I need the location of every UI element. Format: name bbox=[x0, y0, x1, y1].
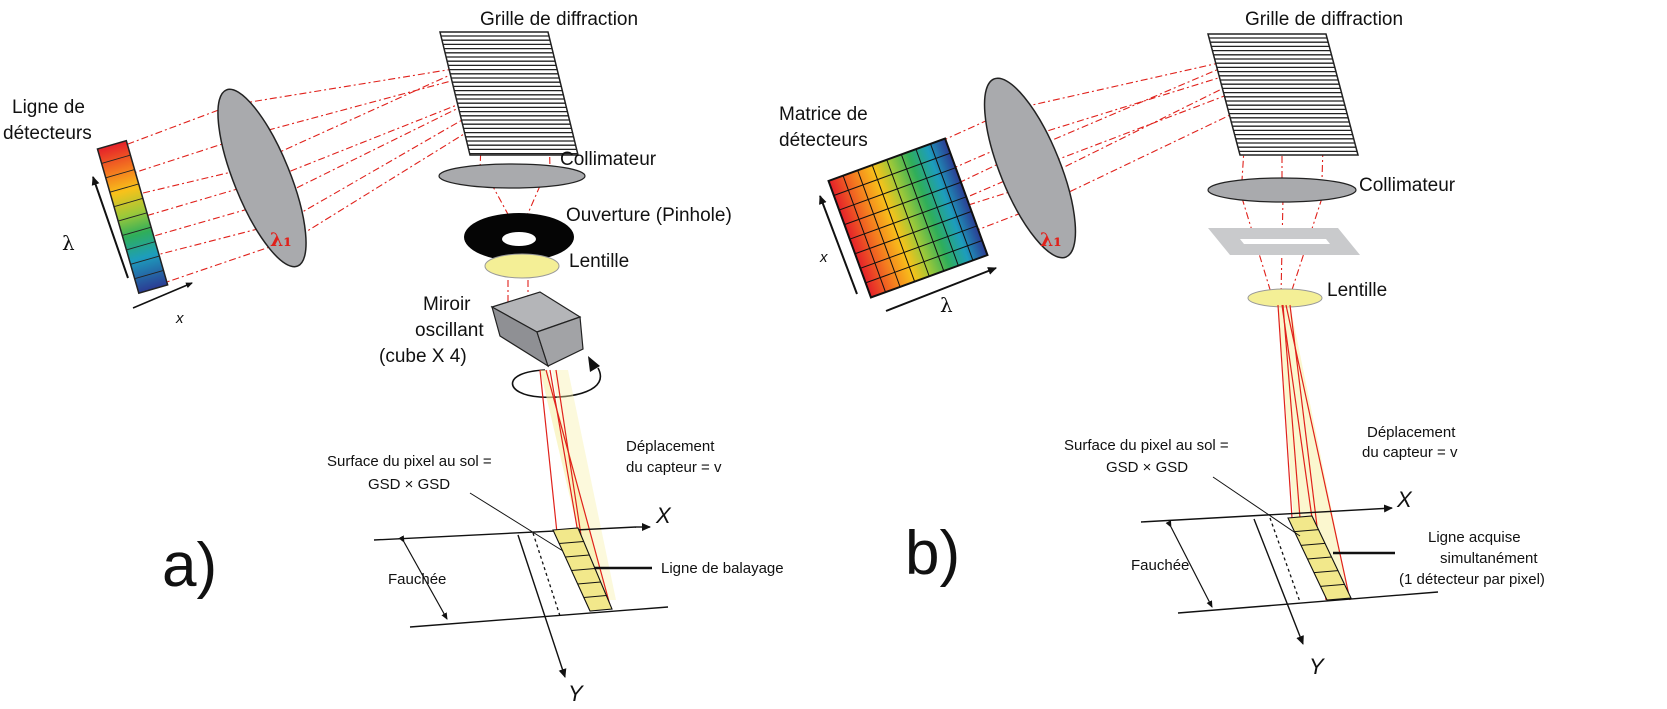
collimator-label-a: Collimateur bbox=[560, 149, 657, 170]
displacement-label-b-1: Déplacement bbox=[1367, 424, 1456, 441]
lambda-sub-label-b: λ₁ bbox=[1040, 229, 1062, 251]
lens-label-a: Lentille bbox=[569, 251, 629, 272]
diffraction-grating-a bbox=[439, 31, 579, 156]
lens-b bbox=[1247, 288, 1323, 308]
panel-b: Grille de diffraction λ₁ Matrice de déte… bbox=[779, 9, 1545, 679]
detector-line-a bbox=[96, 139, 169, 295]
panel-label-a: a) bbox=[162, 531, 217, 600]
gsd-label-b-1: Surface du pixel au sol = bbox=[1064, 437, 1229, 454]
detector-matrix-b bbox=[827, 137, 989, 299]
aperture-label-a: Ouverture (Pinhole) bbox=[566, 205, 732, 226]
lambda-label-b: λ bbox=[940, 293, 953, 317]
acquired-label-b-3: (1 détecteur par pixel) bbox=[1399, 571, 1545, 588]
panel-a: Grille de diffraction λ₁ Ligne de détect… bbox=[3, 9, 784, 706]
x-label-b: x bbox=[819, 249, 828, 266]
mirror-label-a-3: (cube X 4) bbox=[379, 346, 467, 367]
axis-x-label-a: X bbox=[655, 503, 672, 528]
swath-arrow-b bbox=[1165, 520, 1213, 608]
lambda-axis-b bbox=[885, 267, 997, 312]
panel-label-b: b) bbox=[905, 519, 960, 588]
acquired-line-pixels-b bbox=[1287, 515, 1352, 601]
scan-line-pixels-a bbox=[552, 527, 613, 612]
detector-label-a-2: détecteurs bbox=[3, 123, 92, 144]
x-axis-a bbox=[132, 282, 193, 309]
displacement-label-b-2: du capteur = v bbox=[1362, 444, 1458, 461]
swath-label-b: Fauchée bbox=[1131, 557, 1189, 574]
detector-label-b-2: détecteurs bbox=[779, 130, 868, 151]
displacement-label-a-1: Déplacement bbox=[626, 438, 715, 455]
collimator-a bbox=[438, 163, 586, 189]
axis-x-label-b: X bbox=[1396, 487, 1413, 512]
y-axis-b bbox=[1253, 518, 1304, 645]
lambda-sub-label-a: λ₁ bbox=[270, 229, 292, 251]
y-axis-a bbox=[517, 534, 567, 678]
ground-edge-bottom-a bbox=[409, 606, 669, 628]
axis-y-label-a: Y bbox=[568, 681, 584, 706]
lens-label-b: Lentille bbox=[1327, 280, 1387, 301]
mirror-label-a-2: oscillant bbox=[415, 320, 484, 341]
gsd-label-b-2: GSD × GSD bbox=[1106, 459, 1188, 476]
focusing-optic-a bbox=[217, 88, 307, 268]
gsd-label-a-1: Surface du pixel au sol = bbox=[327, 453, 492, 470]
displacement-label-a-2: du capteur = v bbox=[626, 459, 722, 476]
x-axis-b bbox=[819, 195, 858, 295]
scan-line-label-a: Ligne de balayage bbox=[661, 560, 784, 577]
oscillating-mirror-a bbox=[490, 291, 584, 368]
lambda-axis-a bbox=[91, 176, 129, 279]
swath-arrow-a bbox=[398, 535, 448, 620]
acquired-label-b-2: simultanément bbox=[1440, 550, 1538, 567]
collimator-label-b: Collimateur bbox=[1359, 175, 1456, 196]
lens-a bbox=[484, 253, 560, 279]
mirror-label-a-1: Miroir bbox=[423, 294, 471, 315]
gsd-label-a-2: GSD × GSD bbox=[368, 476, 450, 493]
lambda-label-a: λ bbox=[62, 231, 75, 255]
ground-edge-bottom-b bbox=[1177, 591, 1439, 614]
collimator-b bbox=[1207, 177, 1357, 203]
grating-label-b: Grille de diffraction bbox=[1245, 9, 1403, 30]
focusing-optic-b bbox=[983, 77, 1077, 259]
detector-label-a-1: Ligne de bbox=[12, 97, 85, 118]
grating-label-a: Grille de diffraction bbox=[480, 9, 638, 30]
rotation-arrow-a bbox=[511, 367, 602, 399]
diffraction-grating-b bbox=[1207, 33, 1359, 156]
detector-label-b-1: Matrice de bbox=[779, 104, 868, 125]
axis-y-label-b: Y bbox=[1309, 654, 1325, 679]
swath-label-a: Fauchée bbox=[388, 571, 446, 588]
ground-edge-top-b bbox=[1140, 504, 1393, 523]
x-label-a: x bbox=[175, 310, 184, 327]
acquired-label-b-1: Ligne acquise bbox=[1428, 529, 1521, 546]
